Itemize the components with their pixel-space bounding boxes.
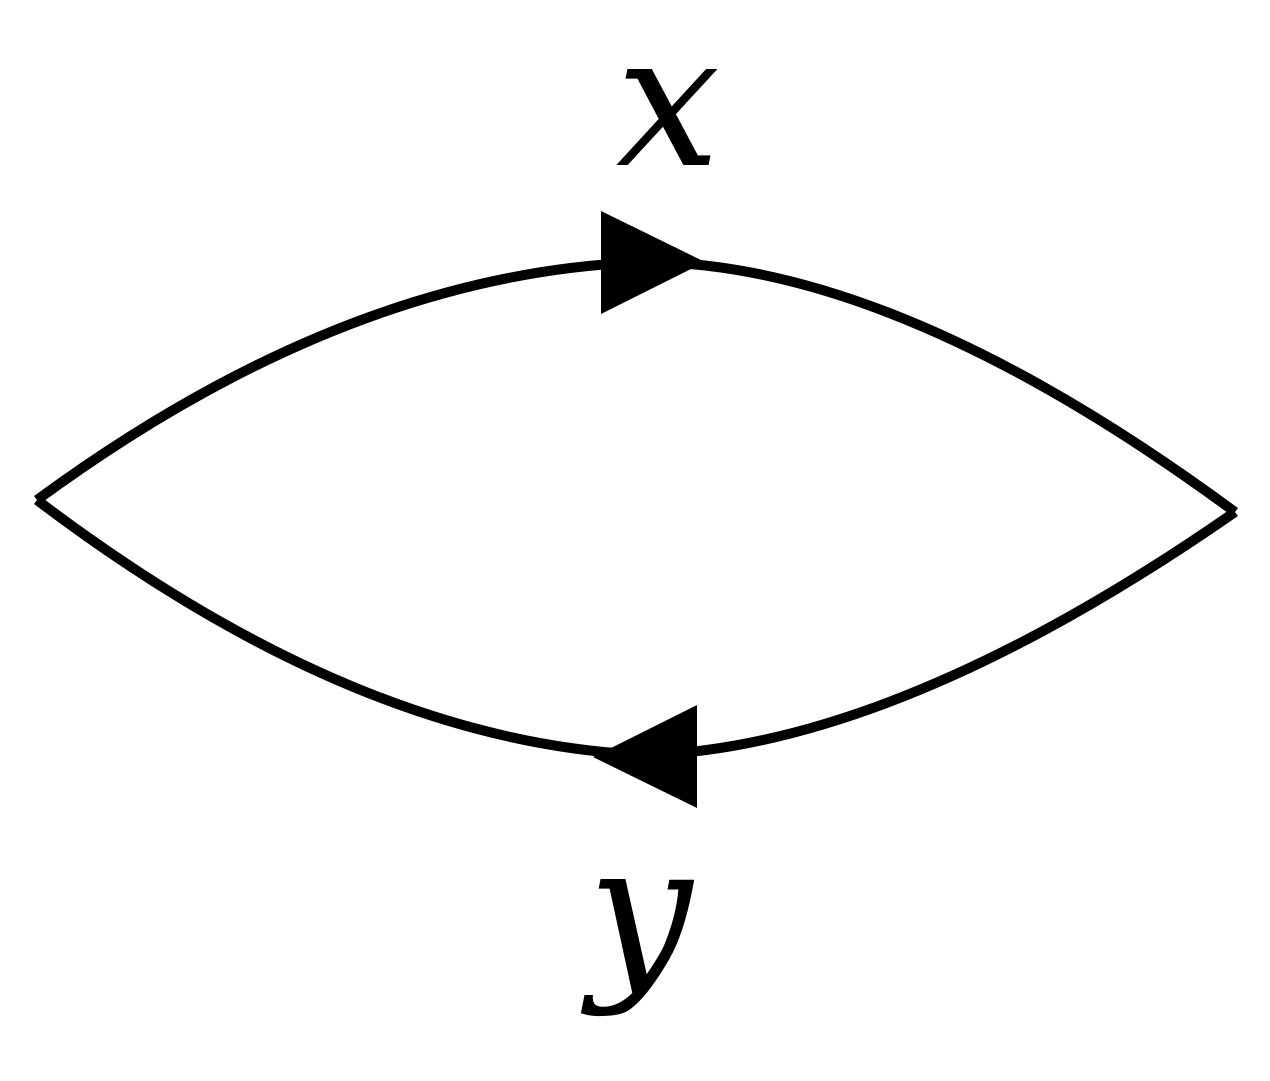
upper-edge	[34, 256, 1238, 517]
lower-edge	[33, 496, 1238, 761]
right-arrow-icon	[601, 211, 705, 314]
upper-edge-label: x	[616, 0, 720, 209]
lower-edge-label: y	[581, 803, 695, 1019]
left-arrow-icon	[593, 705, 697, 808]
